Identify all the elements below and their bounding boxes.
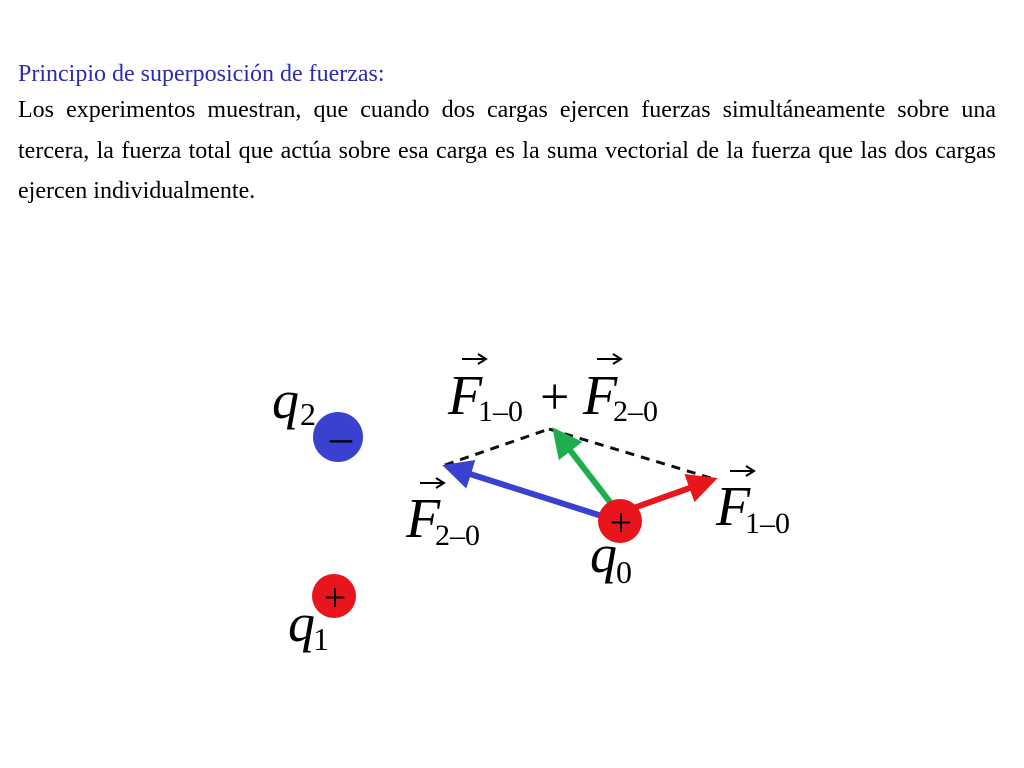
label-f10-subscript: 1–0: [745, 507, 790, 540]
text-block: Principio de superposición de fuerzas: L…: [18, 58, 996, 212]
charge-q2-circle: [313, 412, 363, 462]
label-f10-symbol: F: [715, 476, 751, 538]
charge-q1-sign: +: [324, 575, 347, 620]
vector-arrow-icon: [462, 353, 488, 365]
force-f10-arrow: [626, 473, 718, 513]
resultant-force-arrow: [552, 427, 613, 504]
vector-arrow-icon: [420, 477, 446, 489]
charge-q0-circle: [598, 499, 642, 543]
label-q1-symbol: q: [288, 593, 315, 653]
label-q2: q 2: [272, 370, 316, 432]
vector-arrow-icon: [730, 465, 756, 477]
label-f20-subscript: 2–0: [435, 519, 480, 552]
sum-second-symbol: F: [582, 365, 618, 427]
sum-first-symbol: F: [447, 365, 483, 427]
label-f20: F 2–0: [405, 477, 480, 552]
label-q0-subscript: 0: [616, 554, 632, 590]
slide-heading: Principio de superposición de fuerzas:: [18, 61, 385, 87]
sum-second-subscript: 2–0: [613, 395, 658, 428]
dashed-line-left: [444, 427, 550, 467]
label-q2-symbol: q: [272, 370, 299, 430]
sum-first-subscript: 1–0: [478, 395, 523, 428]
label-q1-subscript: 1: [313, 621, 329, 657]
dashed-line-right: [548, 427, 715, 481]
charge-q1-circle: [312, 574, 356, 618]
force-f20-arrow: [442, 459, 606, 520]
label-f20-symbol: F: [405, 488, 441, 550]
label-q0-symbol: q: [590, 524, 617, 584]
charge-q2-sign: –: [329, 413, 353, 462]
label-f10: F 1–0: [715, 465, 790, 540]
label-q0: q 0: [590, 524, 632, 590]
label-q1: q 1: [288, 593, 329, 657]
label-q2-subscript: 2: [300, 396, 316, 432]
vector-arrow-icon: [597, 353, 623, 365]
slide-paragraph: Los experimentos muestran, que cuando do…: [18, 97, 996, 204]
sum-operator: +: [540, 369, 569, 426]
charge-q0-sign: +: [610, 500, 633, 545]
force-sum-label: F 1–0 + F 2–0: [447, 353, 658, 428]
